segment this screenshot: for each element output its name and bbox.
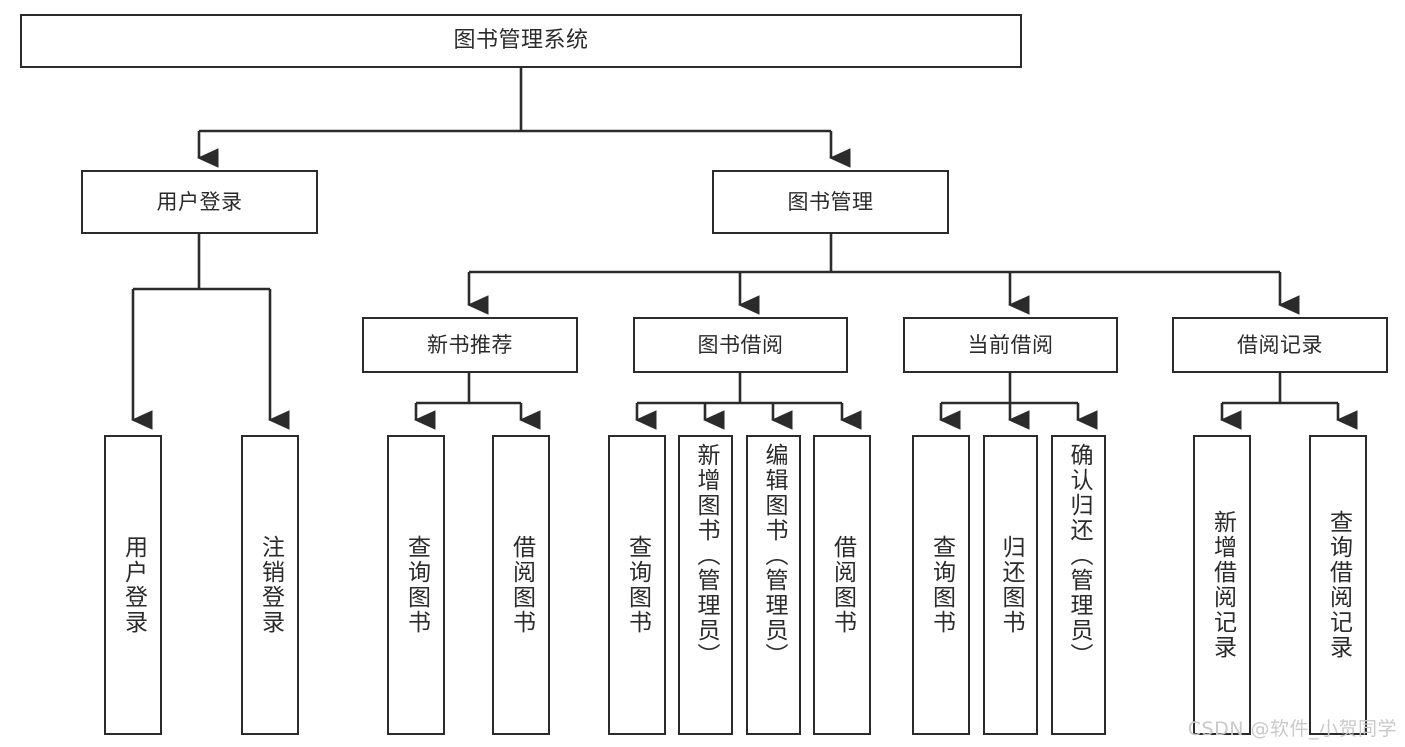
leaf-borrow-book[interactable]: 借阅图书 [813,435,871,735]
node-user-login[interactable]: 用户登录 [81,170,318,234]
node-label: 图书管理 [787,189,874,214]
node-book-management[interactable]: 图书管理 [712,170,949,234]
leaf-logout[interactable]: 注销登录 [241,435,299,735]
watermark-text: CSDN @软件_小贺同学 [1187,718,1397,740]
leaf-edit-book-admin[interactable]: 编辑图书（管理员） [746,435,801,735]
node-label: 查询图书 [624,535,651,635]
node-root-book-management-system[interactable]: 图书管理系统 [20,14,1022,68]
node-label: 用户登录 [156,189,243,214]
leaf-return-book[interactable]: 归还图书 [983,435,1038,735]
node-label: 新增借阅记录 [1209,510,1236,660]
node-label: 确认归还（管理员） [1066,443,1092,668]
node-label: 图书管理系统 [453,28,589,54]
leaf-query-book-borrow[interactable]: 查询图书 [608,435,666,735]
node-label: 查询图书 [403,535,430,635]
node-label: 新增图书（管理员） [693,443,719,668]
node-label: 当前借阅 [967,332,1054,357]
node-label: 查询借阅记录 [1325,510,1352,660]
leaf-query-book-recommend[interactable]: 查询图书 [387,435,445,735]
node-label: 借阅图书 [508,535,535,635]
node-label: 新书推荐 [427,332,513,357]
node-book-borrow[interactable]: 图书借阅 [633,317,848,373]
node-current-borrow[interactable]: 当前借阅 [903,317,1118,373]
node-label: 编辑图书（管理员） [761,443,787,668]
node-label: 用户登录 [120,535,147,635]
leaf-user-login[interactable]: 用户登录 [104,435,162,735]
leaf-confirm-return-admin[interactable]: 确认归还（管理员） [1051,435,1106,735]
leaf-add-borrow-record[interactable]: 新增借阅记录 [1193,435,1251,735]
node-label: 图书借阅 [697,332,784,357]
leaf-borrow-book-recommend[interactable]: 借阅图书 [492,435,550,735]
leaf-query-book-current[interactable]: 查询图书 [912,435,970,735]
leaf-add-book-admin[interactable]: 新增图书（管理员） [678,435,733,735]
node-label: 注销登录 [257,535,284,635]
node-label: 借阅记录 [1237,332,1323,357]
node-new-book-recommend[interactable]: 新书推荐 [362,317,578,373]
node-label: 查询图书 [928,535,955,635]
node-label: 归还图书 [998,535,1024,635]
node-borrow-record[interactable]: 借阅记录 [1172,317,1388,373]
leaf-query-borrow-record[interactable]: 查询借阅记录 [1309,435,1367,735]
node-label: 借阅图书 [829,535,856,635]
